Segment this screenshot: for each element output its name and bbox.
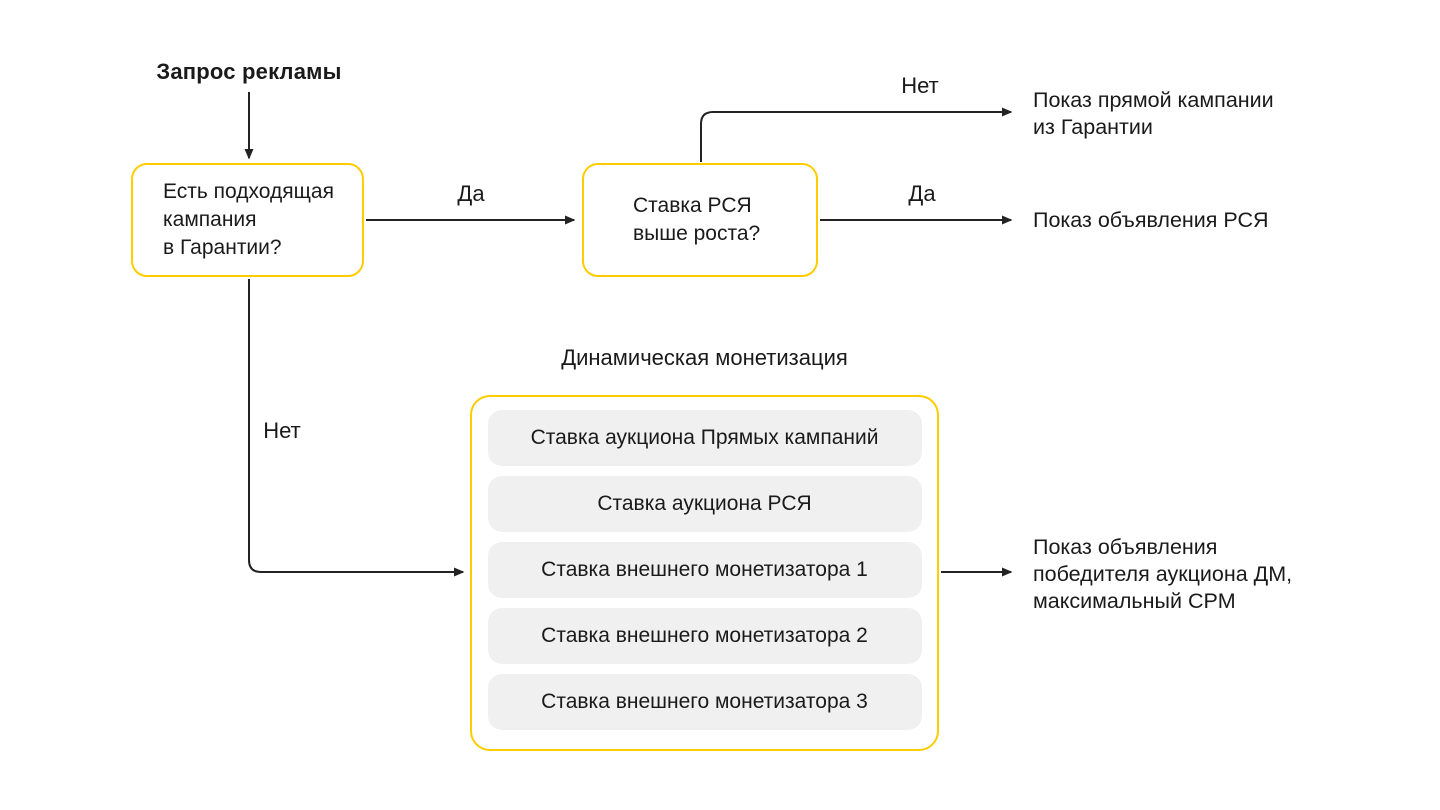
node-guarantee-question: Есть подходящая кампания в Гарантии? [131, 163, 364, 277]
node-guarantee-text: Есть подходящая кампания в Гарантии? [163, 180, 334, 259]
arrow-guarantee-to-dm [248, 279, 465, 577]
dm-item-external-monetizer-3: Ставка внешнего монетизатора 3 [487, 674, 922, 730]
outcome-rsya-ad: Показ объявления РСЯ [1033, 208, 1269, 232]
node-rsya-text: Ставка РСЯ выше роста? [633, 194, 761, 245]
dm-item-direct-auction-bid: Ставка аукциона Прямых кампаний [487, 410, 922, 466]
outcome-direct-campaign: Показ прямой кампании из Гарантии [1033, 88, 1274, 139]
start-label: Запрос рекламы [156, 59, 342, 84]
dm-item-rsya-auction-bid: Ставка аукциона РСЯ [487, 476, 922, 532]
arrow-rsya-to-direct [700, 107, 1013, 162]
edge-label-rsya-yes: Да [908, 181, 936, 206]
edge-label-guarantee-yes: Да [457, 181, 485, 206]
dm-container: Ставка аукциона Прямых кампаний Ставка а… [470, 395, 939, 751]
edge-label-rsya-no: Нет [901, 73, 939, 98]
dm-item-external-monetizer-2: Ставка внешнего монетизатора 2 [487, 608, 922, 664]
outcome-dm-winner: Показ объявления победителя аукциона ДМ,… [1033, 535, 1293, 613]
edge-label-guarantee-no: Нет [263, 418, 301, 443]
dm-title: Динамическая монетизация [561, 345, 848, 370]
dm-item-external-monetizer-1: Ставка внешнего монетизатора 1 [487, 542, 922, 598]
node-rsya-question: Ставка РСЯ выше роста? [582, 163, 818, 277]
